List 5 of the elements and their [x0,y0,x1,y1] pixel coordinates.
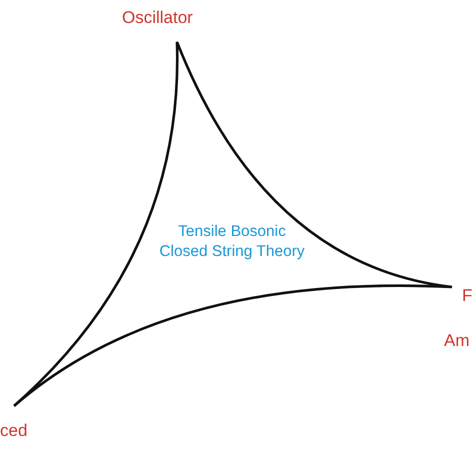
oscillator-label: ced [0,422,28,439]
oscillator-label: F [462,287,472,304]
oscillator-label: Am [444,332,470,349]
oscillator-label: Oscillator [122,9,193,26]
theory-label: Tensile Bosonic Closed String Theory [158,222,306,262]
